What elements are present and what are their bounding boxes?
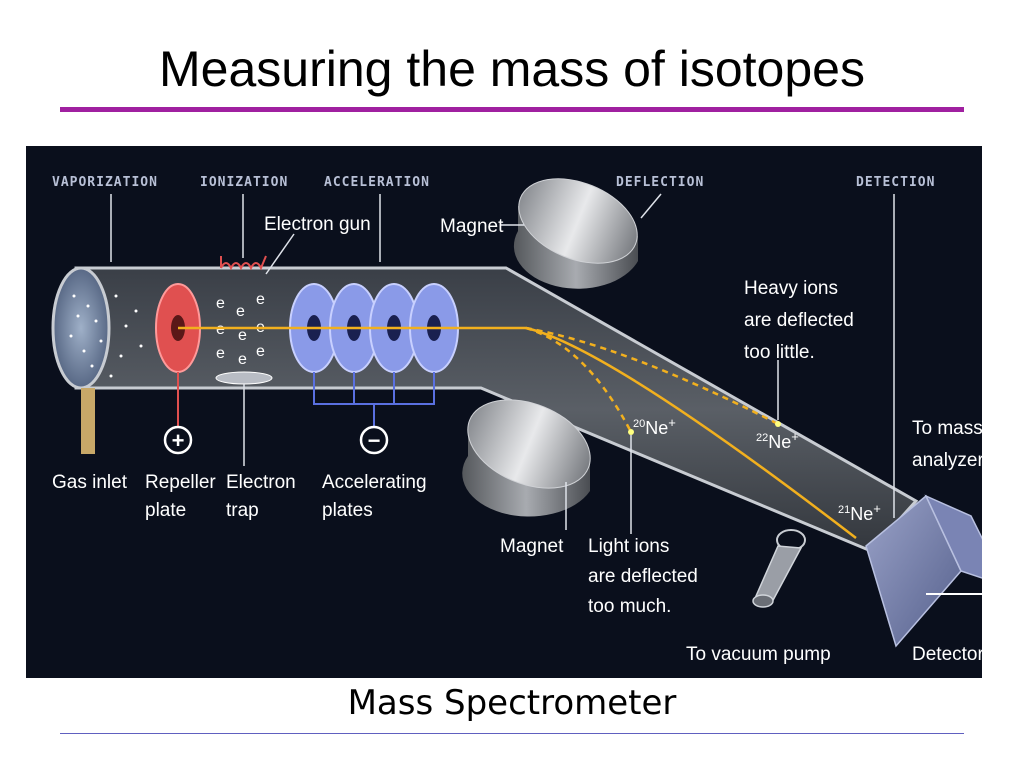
stage-detection: DETECTION (856, 175, 935, 190)
stage-ionization: IONIZATION (200, 175, 288, 190)
label-light-ions-line3: too much. (588, 596, 671, 617)
label-electron-trap-line2: trap (226, 500, 259, 521)
isotope-ne21-charge: + (873, 501, 881, 516)
label-magnet-top: Magnet (440, 216, 504, 237)
leader-deflection (640, 193, 662, 219)
stage-acceleration: ACCELERATION (324, 175, 430, 190)
bottom-divider-bar (60, 733, 964, 734)
slide-title: Measuring the mass of isotopes (159, 41, 865, 97)
isotope-ne22-mass: 22 (756, 432, 768, 444)
repeller-positive-terminal (163, 425, 193, 455)
repeller-plus-sign: + (172, 428, 185, 453)
label-repeller-line2: plate (145, 500, 186, 521)
label-magnet-bottom: Magnet (500, 536, 564, 557)
electron: e (238, 351, 247, 368)
label-electron-trap-line1: Electron (226, 472, 296, 493)
ion-ne22-dot (775, 421, 781, 427)
isotope-ne21: 21Ne+ (838, 501, 881, 524)
label-heavy-ions-line1: Heavy ions (744, 278, 838, 299)
accelerating-plates-wiring (313, 372, 435, 426)
label-gas-inlet: Gas inlet (52, 472, 128, 493)
label-vacuum-pump: To vacuum pump (686, 644, 831, 665)
isotope-ne21-mass: 21 (838, 504, 850, 516)
isotope-ne22-symbol: Ne (768, 432, 791, 452)
gas-particles (69, 294, 143, 378)
electron: e (216, 321, 225, 338)
electron: e (256, 291, 265, 308)
label-repeller-line1: Repeller (145, 472, 216, 493)
label-detector: Detector (912, 644, 982, 665)
ion-beam-ne20 (525, 326, 633, 433)
detector-block (865, 494, 982, 648)
ion-beam-ne21 (525, 326, 857, 539)
ion-ne20-dot (628, 429, 634, 435)
magnet-bottom (462, 399, 591, 517)
electron-gun-coil (220, 255, 267, 271)
detector-top (924, 494, 982, 579)
magnet-top-face (518, 178, 638, 264)
label-light-ions-line1: Light ions (588, 536, 669, 557)
gas-inlet-pipe (81, 388, 95, 454)
stage-deflection: DEFLECTION (616, 175, 704, 190)
leader-electron-gun (265, 233, 295, 275)
mass-spectrometer-diagram: + e e e e e e e e e − (26, 146, 982, 678)
magnet-bottom-face (467, 399, 591, 489)
electron: e (236, 303, 245, 320)
isotope-labels: 20Ne+ 22Ne+ 21Ne+ (633, 415, 881, 524)
label-light-ions-line2: are deflected (588, 566, 698, 587)
diagram-caption: Mass Spectrometer (347, 683, 677, 723)
vaporization-chamber (51, 266, 111, 390)
title-underline (60, 107, 964, 112)
electron: e (216, 345, 225, 362)
isotope-ne22-charge: + (791, 429, 799, 444)
electron-trap (215, 371, 273, 385)
vacuum-pump-outlet (752, 529, 806, 608)
isotope-ne20-charge: + (668, 415, 676, 430)
title-underline-bar (60, 107, 964, 112)
accelerating-negative-terminal (359, 425, 389, 455)
isotope-ne20: 20Ne+ (633, 415, 676, 438)
isotope-ne22: 22Ne+ (756, 429, 799, 452)
isotope-ne20-mass: 20 (633, 418, 645, 430)
electron: e (256, 343, 265, 360)
component-labels: Electron gun Magnet Heavy ions are defle… (52, 214, 982, 665)
label-to-mass-line2: analyzer (912, 450, 982, 471)
isotope-ne20-symbol: Ne (645, 418, 668, 438)
label-accelerating-line2: plates (322, 500, 373, 521)
electron: e (216, 295, 225, 312)
ion-beam-ne22 (525, 326, 779, 426)
stage-vaporization: VAPORIZATION (52, 175, 158, 190)
electron: e (238, 327, 247, 344)
magnet-top (513, 178, 638, 289)
isotope-ne21-symbol: Ne (850, 504, 873, 524)
label-heavy-ions-line2: are deflected (744, 310, 854, 331)
ion-beam (178, 326, 857, 539)
bottom-divider (60, 733, 964, 734)
label-electron-gun: Electron gun (264, 214, 371, 235)
label-to-mass-line1: To mass (912, 418, 982, 439)
label-accelerating-line1: Accelerating (322, 472, 427, 493)
leader-lines (110, 193, 895, 534)
accelerating-minus-sign: − (368, 428, 381, 453)
vacuum-pipe-end (752, 594, 774, 608)
label-heavy-ions-line3: too little. (744, 342, 815, 363)
electrons: e e e e e e e e e (216, 291, 265, 368)
